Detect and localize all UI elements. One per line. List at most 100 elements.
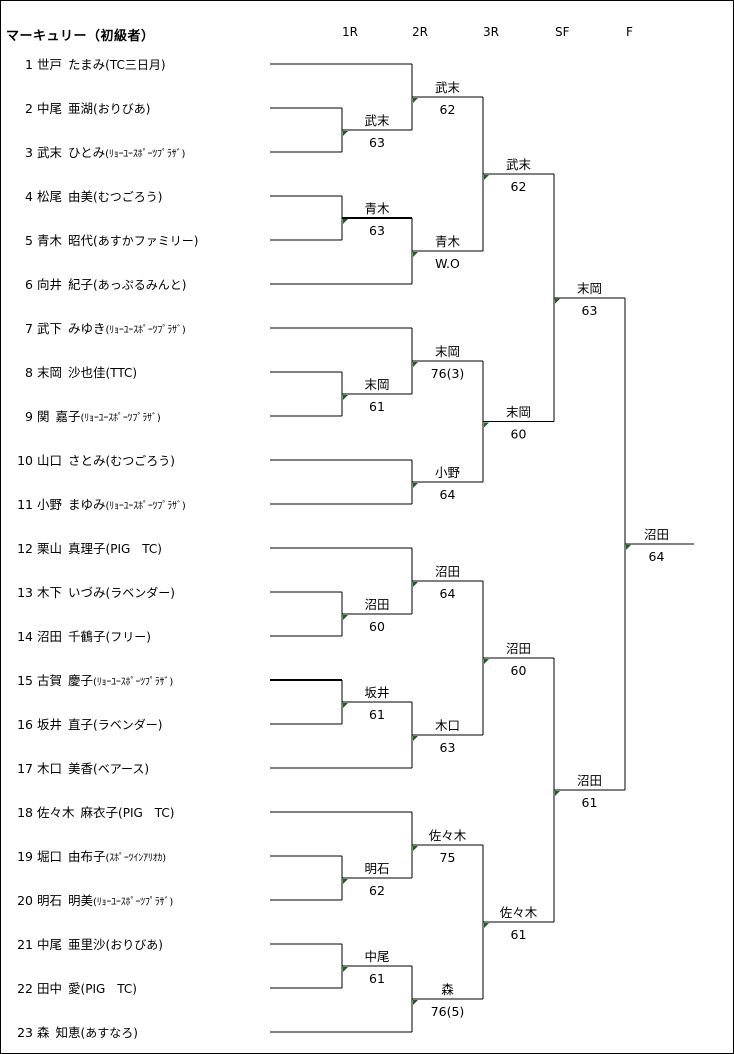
player-surname: 青木: [37, 233, 63, 248]
advance-marker: [484, 923, 489, 928]
player-club: (ﾘｮｰﾕｰｽﾎﾟｰﾂﾌﾟﾗｻﾞ): [105, 325, 186, 336]
r1-winner: 青木: [364, 201, 390, 216]
advance-marker: [343, 395, 348, 400]
r2-score: 76(5): [431, 1004, 465, 1019]
advance-marker: [555, 298, 560, 304]
advance-marker: [413, 252, 418, 257]
r2-winner: 末岡: [435, 344, 460, 359]
player-club: (ﾘｮｰﾕｰｽﾎﾟｰﾂﾌﾟﾗｻﾞ): [80, 413, 161, 424]
player-number: 12: [17, 541, 33, 556]
player-given-name: 美香: [68, 761, 94, 776]
player-club: (フリー): [105, 630, 151, 644]
player-club: (ﾘｮｰﾕｰｽﾎﾟｰﾂﾌﾟﾗｻﾞ): [105, 501, 186, 512]
player-surname: 松尾: [37, 189, 63, 204]
player-club: (PIG TC): [105, 542, 162, 556]
r1-score: 63: [369, 135, 385, 150]
r1-score: 63: [369, 223, 385, 238]
player-given-name: 直子: [68, 717, 94, 732]
r2-winner: 木口: [435, 718, 460, 733]
advance-marker: [413, 362, 418, 367]
player-entry: 17 木口美香(ベアース): [5, 758, 149, 777]
r1-winner: 明石: [364, 861, 389, 876]
round-header-3r: 3R: [483, 25, 499, 39]
advance-marker: [413, 1000, 418, 1005]
player-club: (ベアース): [93, 762, 150, 776]
r1-score: 62: [369, 883, 385, 898]
player-number: 13: [17, 585, 33, 600]
player-surname: 木口: [37, 761, 63, 776]
player-club: (あすかファミリー): [93, 234, 199, 248]
player-number: 9: [25, 409, 33, 424]
r3-score: 62: [511, 179, 527, 194]
player-surname: 沼田: [37, 629, 63, 644]
r3-score: 60: [511, 427, 527, 442]
player-given-name: さとみ: [68, 453, 106, 468]
player-number: 18: [17, 805, 33, 820]
player-given-name: 麻衣子: [80, 805, 119, 820]
sf-score: 61: [582, 795, 598, 810]
player-number: 7: [25, 321, 33, 336]
player-number: 2: [25, 101, 33, 116]
player-surname: 世戸: [37, 57, 63, 72]
player-club: (あっぷるみんと): [93, 278, 187, 292]
player-surname: 関: [37, 409, 50, 424]
player-club: (むつごろう): [93, 190, 163, 204]
r1-score: 61: [369, 971, 385, 986]
player-surname: 武下: [37, 321, 63, 336]
r1-winner: 中尾: [364, 949, 389, 964]
sf-score: 63: [582, 303, 598, 318]
player-surname: 田中: [37, 981, 63, 996]
r2-score: W.O: [435, 256, 460, 271]
player-club: (PIG TC): [80, 982, 137, 996]
player-surname: 末岡: [37, 365, 63, 380]
player-given-name: ひとみ: [68, 145, 106, 160]
player-given-name: 沙也佳: [68, 365, 106, 380]
advance-marker: [413, 846, 418, 851]
player-given-name: 由美: [68, 189, 94, 204]
r2-score: 64: [440, 586, 456, 601]
player-number: 21: [17, 937, 33, 952]
r1-score: 61: [369, 399, 385, 414]
round-header-f: F: [626, 25, 633, 39]
player-given-name: みゆき: [68, 321, 106, 336]
player-club: (ﾘｮｰﾕｰｽﾎﾟｰﾂﾌﾟﾗｻﾞ): [93, 897, 174, 908]
player-number: 17: [17, 761, 33, 776]
r3-score: 61: [511, 927, 527, 942]
r3-score: 60: [511, 663, 527, 678]
r1-score: 60: [369, 619, 385, 634]
advance-marker: [555, 791, 560, 796]
final-score: 64: [649, 549, 665, 564]
advance-marker: [484, 175, 489, 180]
player-club: (ﾘｮｰﾕｰｽﾎﾟｰﾂﾌﾟﾗｻﾞ): [105, 149, 186, 160]
player-number: 8: [25, 365, 33, 380]
r3-winner: 沼田: [506, 641, 531, 656]
player-given-name: 亜里沙: [68, 937, 106, 952]
player-number: 3: [25, 145, 33, 160]
advance-marker: [413, 736, 418, 741]
player-given-name: 紀子: [68, 277, 94, 292]
final-winner: 沼田: [644, 527, 669, 542]
sf-winner: 沼田: [577, 773, 602, 788]
player-club: (おりびあ): [93, 102, 151, 116]
player-given-name: 千鶴子: [68, 629, 106, 644]
advance-marker: [413, 582, 418, 587]
r3-winner: 佐々木: [500, 905, 538, 920]
r2-winner: 沼田: [435, 564, 460, 579]
player-given-name: 愛: [68, 981, 81, 996]
player-surname: 中尾: [37, 101, 63, 116]
r1-winner: 武末: [364, 113, 390, 128]
player-given-name: いづみ: [68, 585, 106, 600]
player-number: 15: [17, 673, 33, 688]
